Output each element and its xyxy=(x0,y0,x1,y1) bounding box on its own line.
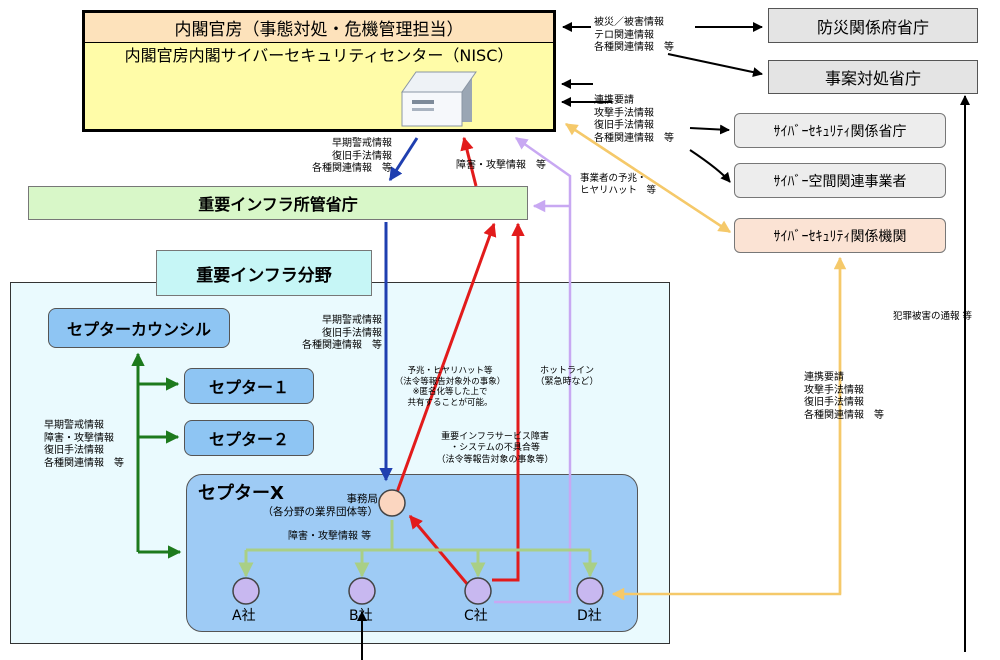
ceptoar-x-region xyxy=(186,474,638,632)
cyber-orgs-box: ｻｲﾊﾞｰｾｷｭﾘﾃｨ関係機関 xyxy=(734,218,946,253)
company-d-node xyxy=(576,577,604,605)
label-incident-info-bottom: 障害・攻撃情報 等 xyxy=(288,531,372,542)
company-a-label: A社 xyxy=(232,608,256,624)
label-cooperation-request-2: 連携要請 攻撃手法情報 復旧手法情報 各種関連情報 等 xyxy=(804,372,884,421)
company-d-label: D社 xyxy=(577,608,602,624)
sector-label: 重要インフラ分野 xyxy=(156,250,372,296)
label-incident-info-top: 障害・攻撃情報 等 xyxy=(456,160,546,171)
label-early-warning-mid: 早期警戒情報 復旧手法情報 各種関連情報 等 xyxy=(302,315,382,351)
label-early-warning-top: 早期警戒情報 復旧手法情報 各種関連情報 等 xyxy=(312,138,392,174)
ceptoar-1-box: セプター１ xyxy=(184,368,314,404)
cyber-ministries-box: ｻｲﾊﾞｰｾｷｭﾘﾃｨ関係省庁 xyxy=(734,113,946,148)
label-council-info: 早期警戒情報 障害・攻撃情報 復旧手法情報 各種関連情報 等 xyxy=(44,420,124,469)
label-near-miss-detail: 予兆・ヒヤリハット等 （法令等報告対象外の事象） ※匿名化等した上で 共有するこ… xyxy=(394,366,506,408)
company-a-node xyxy=(232,577,260,605)
ceptoar-x-label: セプターX xyxy=(198,483,284,504)
bousai-box: 防災関係府省庁 xyxy=(768,8,978,43)
label-hotline: ホットライン （緊急時など） xyxy=(535,366,599,388)
company-b-node xyxy=(348,577,376,605)
ceptoar-council-box: セプターカウンシル xyxy=(48,308,230,348)
label-crime-report: 犯罪被害の通報 等 xyxy=(893,311,973,322)
company-b-label: B社 xyxy=(349,608,373,624)
label-disaster-info: 被災／被害情報 テロ関連情報 各種関連情報 等 xyxy=(594,17,674,53)
label-near-miss: 事業者の予兆・ ヒヤリハット 等 xyxy=(580,173,657,196)
ceptoar-2-box: セプター２ xyxy=(184,420,314,456)
ministries-box: 重要インフラ所管省庁 xyxy=(28,186,528,220)
jian-box: 事案対処省庁 xyxy=(768,60,978,94)
company-c-label: C社 xyxy=(464,608,488,624)
cyber-operators-box: ｻｲﾊﾞｰ空間関連事業者 xyxy=(734,163,946,198)
label-service-failure: 重要インフラサービス障害 ・システムの不具合等 （法令等報告対象の事象等） xyxy=(436,432,554,465)
nisc-header: 内閣官房（事態対処・危機管理担当） xyxy=(85,13,553,43)
nisc-title: 内閣官房内閣サイバーセキュリティセンター（NISC） xyxy=(124,46,514,65)
secretariat-label: 事務局 （各分野の業界団体等） xyxy=(262,493,379,519)
secretariat-node xyxy=(378,489,406,517)
company-c-node xyxy=(464,577,492,605)
label-cooperation-request: 連携要請 攻撃手法情報 復旧手法情報 各種関連情報 等 xyxy=(594,95,674,144)
